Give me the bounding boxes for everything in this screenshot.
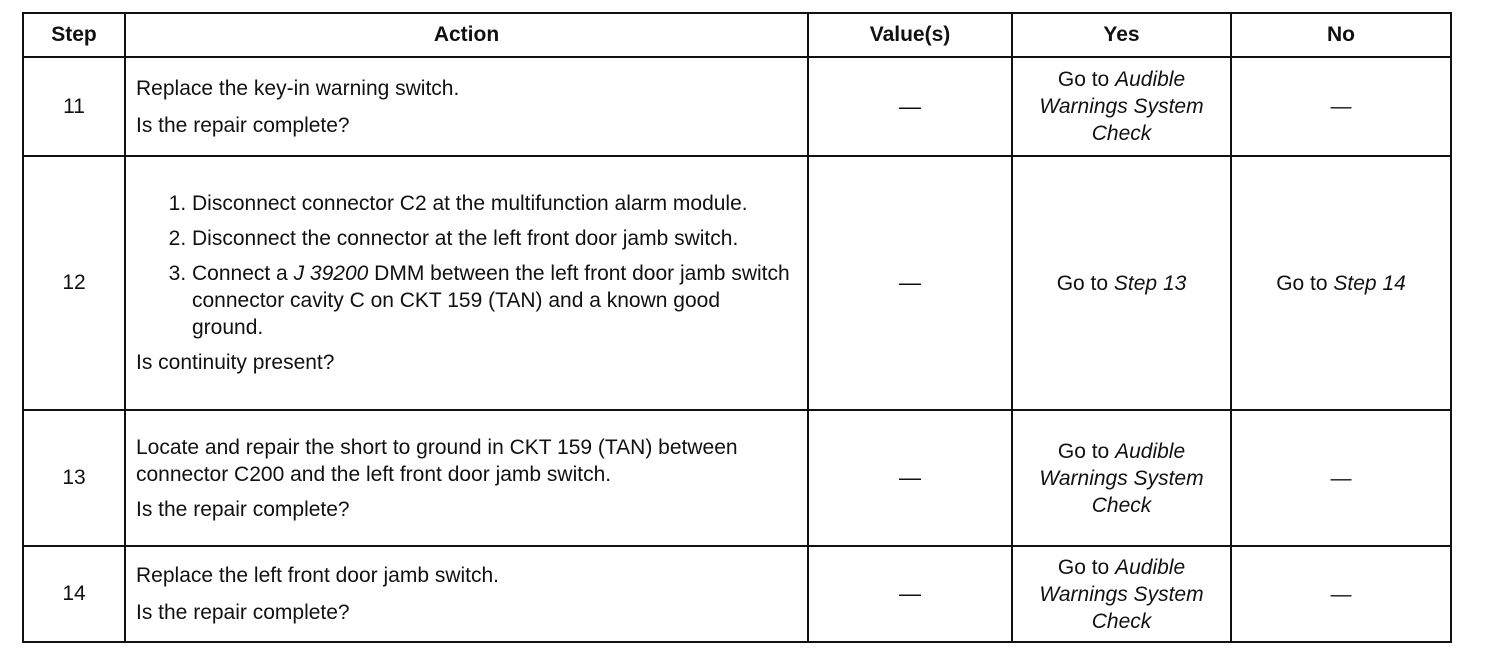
yes-cell: Go to Audible Warnings System Check: [1011, 545, 1232, 643]
table-row: 13 Locate and repair the short to ground…: [22, 409, 1452, 547]
no-cell: Go to Step 14: [1230, 155, 1452, 411]
header-row: Step Action Value(s) Yes No: [22, 12, 1452, 58]
sub-step: Connect a J 39200 DMM between the left f…: [192, 260, 797, 341]
tool-number: J 39200: [293, 262, 369, 285]
action-cell: Replace the left front door jamb switch.…: [124, 545, 809, 643]
action-question: Is the repair complete?: [136, 113, 350, 137]
header-values: Value(s): [807, 12, 1013, 58]
header-no: No: [1230, 12, 1452, 58]
step-number: 13: [22, 409, 126, 547]
sub-step: Disconnect the connector at the left fro…: [192, 225, 797, 252]
no-cell: —: [1230, 409, 1452, 547]
step-number: 11: [22, 56, 126, 157]
yes-link[interactable]: Step 13: [1113, 271, 1187, 295]
value-cell: —: [807, 56, 1013, 157]
action-text: Replace the key-in warning switch.: [136, 76, 460, 100]
table-row: 11 Replace the key-in warning switch. Is…: [22, 56, 1452, 157]
action-text: Replace the left front door jamb switch.: [136, 564, 500, 587]
value-cell: —: [807, 409, 1013, 547]
no-link[interactable]: Step 14: [1333, 271, 1406, 295]
table-row: 12 Disconnect connector C2 at the multif…: [22, 155, 1452, 411]
action-cell: Locate and repair the short to ground in…: [124, 409, 809, 547]
yes-cell: Go to Step 13: [1011, 155, 1232, 411]
yes-link[interactable]: Audible Warnings System Check: [1039, 439, 1204, 517]
yes-cell: Go to Audible Warnings System Check: [1011, 409, 1232, 547]
header-action: Action: [124, 12, 809, 58]
action-text: Locate and repair the short to ground in…: [136, 435, 738, 486]
sub-step-list: Disconnect connector C2 at the multifunc…: [136, 190, 797, 341]
value-cell: —: [807, 545, 1013, 643]
yes-prefix: Go to: [1057, 68, 1110, 91]
sub-step-pre: Connect a: [192, 262, 288, 285]
action-question: Is the repair complete?: [136, 497, 350, 521]
step-number: 14: [22, 545, 126, 643]
action-question: Is the repair complete?: [136, 601, 350, 624]
yes-link[interactable]: Audible Warnings System Check: [1039, 68, 1204, 145]
action-cell: Replace the key-in warning switch. Is th…: [124, 56, 809, 157]
yes-prefix: Go to: [1056, 271, 1109, 295]
sub-step-post: DMM between the left front door jamb swi…: [192, 262, 790, 339]
action-question: Is continuity present?: [136, 351, 335, 374]
value-cell: —: [807, 155, 1013, 411]
diagnostic-table: Step Action Value(s) Yes No 11 Replace t…: [22, 12, 1452, 643]
step-number: 12: [22, 155, 126, 411]
yes-cell: Go to Audible Warnings System Check: [1011, 56, 1232, 157]
header-yes: Yes: [1011, 12, 1232, 58]
table-row: 14 Replace the left front door jamb swit…: [22, 545, 1452, 643]
sub-step: Disconnect connector C2 at the multifunc…: [192, 190, 797, 217]
no-cell: —: [1230, 56, 1452, 157]
no-cell: —: [1230, 545, 1452, 643]
yes-prefix: Go to: [1057, 439, 1110, 463]
yes-link[interactable]: Audible Warnings System Check: [1039, 555, 1204, 633]
header-step: Step: [22, 12, 126, 58]
action-cell: Disconnect connector C2 at the multifunc…: [124, 155, 809, 411]
no-prefix: Go to: [1276, 271, 1328, 295]
yes-prefix: Go to: [1057, 555, 1110, 579]
